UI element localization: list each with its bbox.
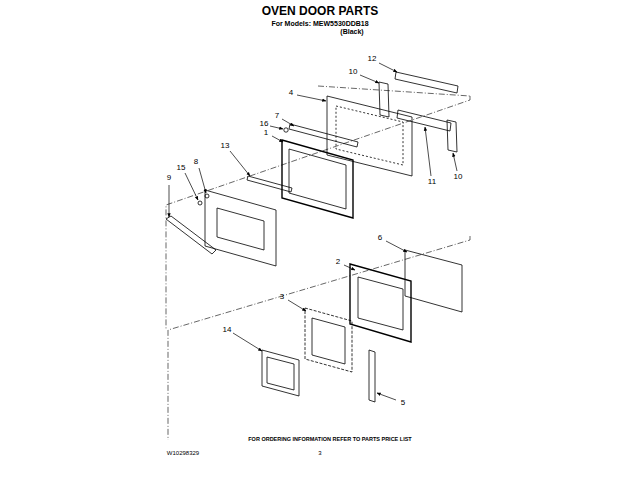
spacer-bar — [447, 120, 457, 152]
callout-number: 8 — [194, 158, 198, 166]
callout-number: 9 — [167, 174, 171, 182]
page-number: 3 — [318, 450, 321, 456]
callout-number: 10 — [454, 173, 463, 181]
screw — [198, 201, 202, 205]
door-frame — [282, 140, 353, 218]
leader-lines — [169, 63, 457, 400]
inner-panel-edge — [336, 106, 403, 165]
vent-trim — [247, 176, 292, 192]
page-title: OVEN DOOR PARTS — [262, 5, 378, 17]
document-number: W10298329 — [167, 450, 199, 456]
callout-number: 1 — [264, 129, 268, 137]
footer-note: FOR ORDERING INFORMATION REFER TO PARTS … — [248, 437, 411, 443]
callout-number: 10 — [349, 68, 358, 76]
callout-number: 5 — [401, 399, 405, 407]
glass-window-pane — [312, 318, 345, 364]
door-handle — [166, 216, 216, 254]
screw — [284, 128, 288, 132]
inner-door — [350, 264, 411, 342]
envelope-line — [166, 86, 470, 440]
callout-number: 12 — [368, 55, 377, 63]
glass-pane-inner — [267, 357, 294, 390]
callout-number: 14 — [223, 326, 232, 334]
trim-bar — [395, 72, 458, 93]
door-gasket — [405, 250, 462, 312]
callout-number: 16 — [260, 120, 269, 128]
callout-number: 6 — [378, 234, 382, 242]
callout-number: 7 — [275, 112, 279, 120]
callout-number: 15 — [177, 164, 186, 172]
callout-number: 3 — [280, 293, 284, 301]
inner-panel — [327, 96, 412, 176]
door-frame-window — [289, 149, 346, 209]
glass-window — [305, 308, 352, 372]
glass-pane — [262, 350, 299, 396]
model-line: For Models: MEW5530DDB18 — [271, 20, 368, 27]
inner-door-window — [358, 277, 403, 330]
hinge-bar — [369, 350, 375, 402]
trim-bar — [397, 110, 451, 131]
screw — [205, 194, 209, 198]
color-note: (Black) — [340, 28, 363, 35]
top-trim — [289, 124, 358, 147]
callout-number: 11 — [428, 178, 436, 186]
spacer-bar — [379, 82, 389, 117]
callout-number: 13 — [221, 142, 230, 150]
outer-door-window — [217, 208, 264, 250]
outer-door — [205, 190, 276, 266]
callout-number: 2 — [336, 258, 340, 266]
callout-number: 4 — [289, 89, 293, 97]
